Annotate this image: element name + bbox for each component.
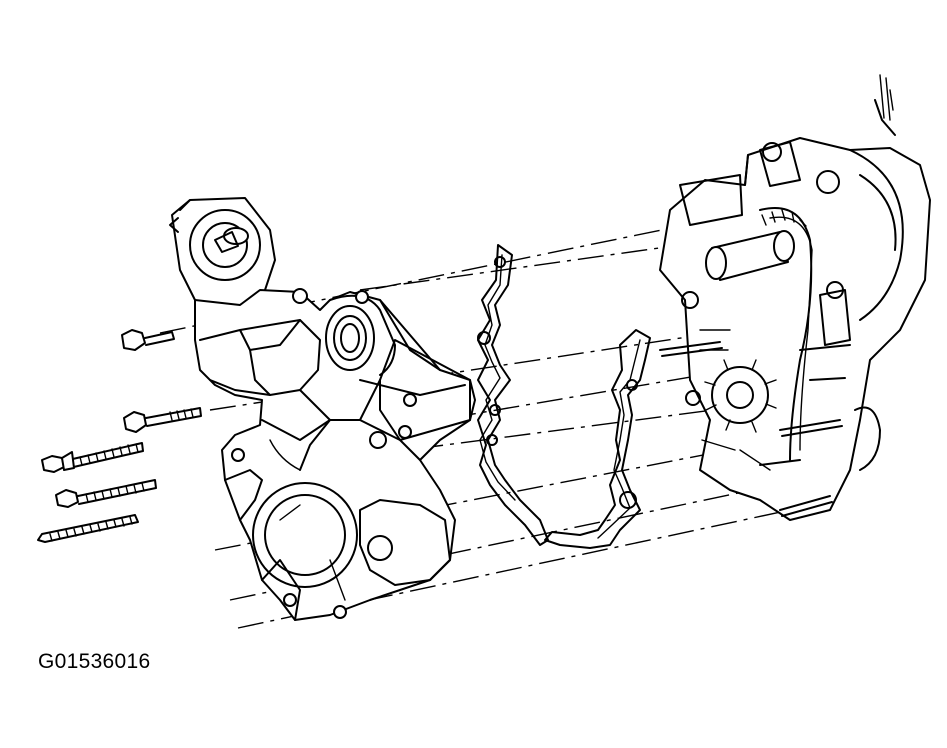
figure-id-caption: G01536016 — [38, 650, 151, 673]
front-cover-assembly — [169, 197, 476, 621]
front-cover-gasket-rear — [544, 329, 651, 549]
bolt-2 — [123, 407, 202, 433]
bolt-5 — [37, 514, 139, 543]
front-cover-gasket-front — [477, 244, 549, 546]
bolt-4 — [55, 479, 157, 508]
bolt-1 — [121, 329, 175, 351]
bolt-3 — [41, 442, 144, 473]
engine-block-timing-chain — [659, 74, 931, 521]
mounting-bolts — [37, 329, 202, 543]
